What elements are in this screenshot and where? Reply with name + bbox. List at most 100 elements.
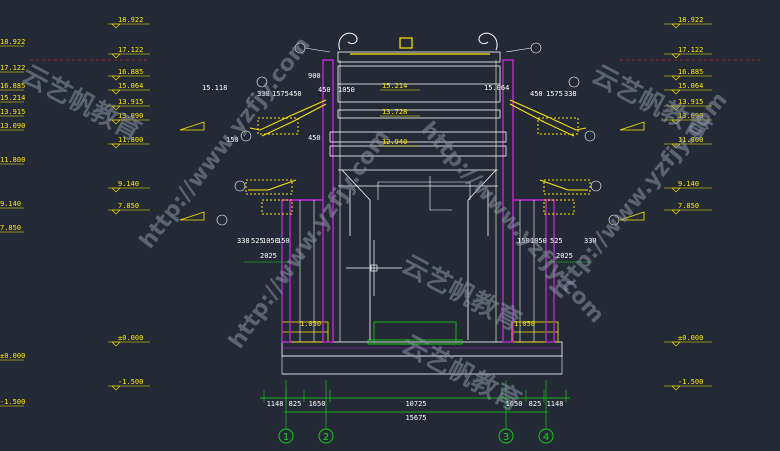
elevation-label: 15.064 [118, 82, 143, 90]
bottom-dim-value: 1650 [506, 400, 523, 408]
elevation-label: 9.140 [678, 180, 699, 188]
right-elevation-marks: 18.922 17.122 16.885 15.064 13.915 13.090 11.8… [664, 16, 712, 391]
center-elevation-marks: 15.214 13.728 12.940 [380, 82, 420, 147]
left-elevation-marks: 18.92217.12216.88515.06413.91513.09011.8… [108, 16, 150, 391]
elevation-arrow [671, 89, 681, 95]
watermark-url: http://www.yzfjy.com [135, 32, 316, 253]
elevation-label: 13.090 [678, 112, 703, 120]
side-stairs [377, 176, 471, 211]
upper-dim-right: 1575 [546, 90, 563, 98]
elevation-arrow [111, 187, 121, 193]
bottom-dim-value: 825 [529, 400, 542, 408]
lower-dim-left: 1050 [262, 237, 279, 245]
elevation-arrow [111, 143, 121, 149]
lower-dim-right: 338 [584, 237, 597, 245]
span-dim-left: 2025 [260, 252, 277, 260]
edge-elevation-label: 15.214 [0, 94, 25, 102]
elevation-arrow [671, 75, 681, 81]
edge-elevation-label: 13.090 [0, 122, 25, 130]
upper-dim-left: 338 [257, 90, 270, 98]
inner-dim: 900 [308, 72, 321, 80]
leader-lines [216, 42, 620, 226]
upper-dim-left: 450 [289, 90, 302, 98]
elevation-label: ±0.000 [678, 334, 703, 342]
upper-eave-left [249, 99, 327, 137]
elevation-arrow [111, 341, 121, 347]
elevation-arrow [671, 119, 681, 125]
elevation-arrow [671, 105, 681, 111]
axis-label: 3 [503, 432, 509, 443]
edge-elevation-label: 18.922 [0, 38, 25, 46]
crosshair [346, 240, 402, 296]
base-level-right: 1.050 [514, 320, 535, 328]
edge-elevation-label: 11.800 [0, 156, 25, 164]
elevation-label: 18.922 [678, 16, 703, 24]
elevation-label: 17.122 [118, 46, 143, 54]
edge-elevation-label: 17.122 [0, 64, 25, 72]
base-platform [281, 341, 563, 375]
left-edge-elevation-marks: 18.92217.12216.88515.21413.91513.09011.8… [0, 38, 25, 407]
bottom-dim-value: 825 [289, 400, 302, 408]
elevation-label: -1.500 [678, 378, 703, 386]
lower-dim-left: 525 [251, 237, 264, 245]
elevation-arrow [111, 105, 121, 111]
center-elevation-label: 15.214 [382, 82, 407, 90]
elevation-label: -1.500 [118, 378, 143, 386]
elevation-label: 7.850 [678, 202, 699, 210]
lower-eave-left [245, 179, 297, 215]
bottom-dim-value: 1650 [309, 400, 326, 408]
inner-dim: 15.118 [202, 84, 227, 92]
elevation-arrow [671, 341, 681, 347]
upper-dim-right: 450 [530, 90, 543, 98]
inner-dim: 15.064 [484, 84, 509, 92]
lower-dim-right: 1050 [530, 237, 547, 245]
elevation-label: 16.885 [678, 68, 703, 76]
edge-elevation-label: -1.500 [0, 398, 25, 406]
upper-eave-right [509, 99, 587, 137]
ridge [350, 37, 490, 55]
elevation-label: 17.122 [678, 46, 703, 54]
elevation-triangles [179, 121, 645, 221]
inner-dim: 1050 [338, 86, 355, 94]
center-elevation-label: 12.940 [382, 138, 407, 146]
inner-dim: 150 [226, 136, 239, 144]
axis-label: 4 [543, 432, 549, 443]
elevation-label: 13.915 [118, 98, 143, 106]
elevation-label: ±0.000 [118, 334, 143, 342]
axis-label: 1 [283, 432, 289, 443]
elevation-label: 13.090 [118, 112, 143, 120]
lower-dim-left: 150 [277, 237, 290, 245]
upper-dim-left: 1575 [272, 90, 289, 98]
lower-dim-right: 150 [517, 237, 530, 245]
inner-dim: 450 [308, 134, 321, 142]
ridge-ornaments [338, 32, 498, 51]
axis-bubble [278, 428, 294, 444]
center-elevation-label: 13.728 [382, 108, 407, 116]
elevation-label: 11.800 [678, 136, 703, 144]
span-dim-right: 2025 [556, 252, 573, 260]
elevation-label: 15.064 [678, 82, 703, 90]
base-level-left: 1.050 [300, 320, 321, 328]
elevation-label: 13.915 [678, 98, 703, 106]
upper-dim-right: 338 [564, 90, 577, 98]
elevation-arrow [111, 75, 121, 81]
edge-elevation-label: ±0.000 [0, 352, 25, 360]
elevation-arrow [671, 143, 681, 149]
lower-dim-right: 525 [550, 237, 563, 245]
bottom-dim-value: 1148 [547, 400, 564, 408]
elevation-arrow [111, 53, 121, 59]
total-width-value: 15675 [405, 414, 426, 422]
elevation-arrow [671, 385, 681, 391]
elevation-arrow [111, 385, 121, 391]
axis-bubble [498, 428, 514, 444]
elevation-arrow [111, 209, 121, 215]
axis-bubble [318, 428, 334, 444]
elevation-arrow [671, 187, 681, 193]
edge-elevation-label: 9.140 [0, 200, 21, 208]
elevation-arrow [111, 23, 121, 29]
